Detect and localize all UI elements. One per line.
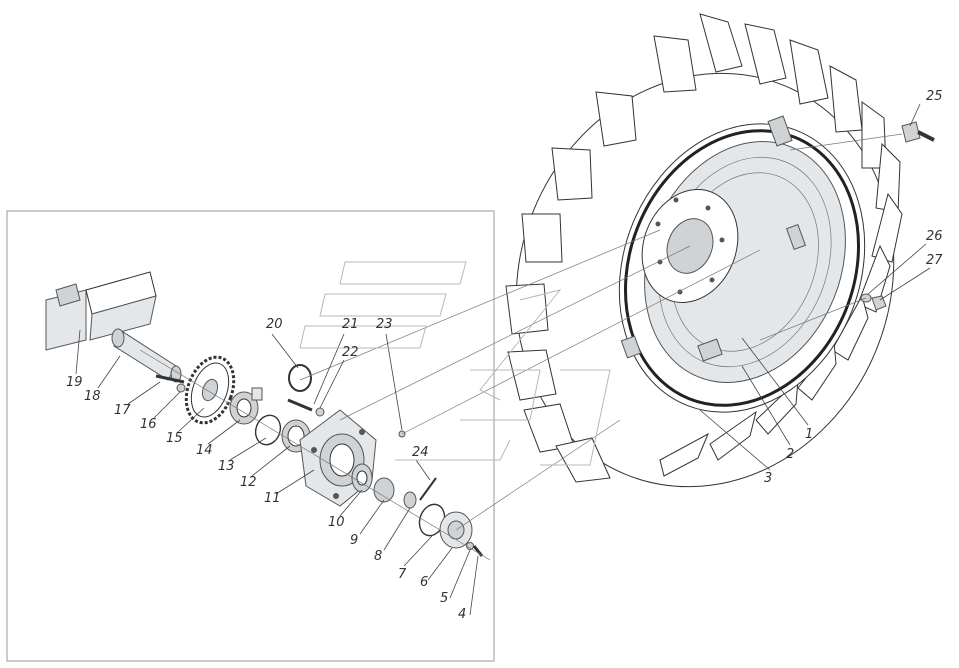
part-5-washer [466,542,474,550]
part-18-axle-shaft [111,328,182,383]
disc-bracket [767,115,793,147]
tyre-tread [505,13,903,483]
part-8-nut [403,491,417,509]
callout-18: 18 [84,389,101,404]
callout-24: 24 [412,445,429,460]
callout-26: 26 [926,229,943,244]
callout-2: 2 [786,447,794,462]
part-25-bolt [901,121,935,143]
part-17-bolt [155,374,185,384]
watermark-logo [299,261,611,466]
part-22-nut [315,407,325,417]
callout-23: 23 [376,317,393,332]
callout-7: 7 [398,567,407,582]
part-15-sprocket [184,355,236,425]
callout-25: 25 [926,89,943,104]
callout-22: 22 [342,345,359,360]
callout-11: 11 [264,491,281,506]
part-27-nut [871,295,887,311]
callout-12: 12 [240,475,257,490]
disc-bracket [785,223,807,251]
rim-ring-band [623,129,861,407]
callout-6: 6 [420,575,428,590]
part-14-bearing-housing [229,387,263,425]
part-9-washer [373,477,395,503]
callout-16: 16 [140,417,157,432]
wheel-assembly [505,13,903,488]
callout-15: 15 [166,431,183,446]
callout-4: 4 [458,607,466,622]
part-19-bracket [45,271,157,351]
callout-9: 9 [350,533,358,548]
callout-27: 27 [926,253,943,268]
callout-21: 21 [342,317,359,332]
disc-bracket [697,338,723,362]
leader-lines [75,103,931,616]
callout-20: 20 [266,317,283,332]
part-24-cotter-pin [419,477,437,501]
callout-3: 3 [764,471,772,486]
part-21-bolt [287,398,313,412]
callouts: 1 2 3 4 5 6 7 8 9 10 11 12 13 14 15 16 1… [66,89,943,622]
part-16-nut [176,383,186,393]
callout-19: 19 [66,375,83,390]
callout-8: 8 [374,549,382,564]
disc-bracket [620,335,642,359]
part-20-o-ring [288,364,312,392]
part-13-circlip [254,414,282,446]
callout-1: 1 [805,427,813,442]
callout-17: 17 [114,403,131,418]
callout-10: 10 [328,515,345,530]
detail-frame [6,210,495,662]
assembly-axis-lines [139,133,903,561]
callout-5: 5 [440,591,448,606]
callout-13: 13 [218,459,235,474]
callout-14: 14 [196,443,213,458]
